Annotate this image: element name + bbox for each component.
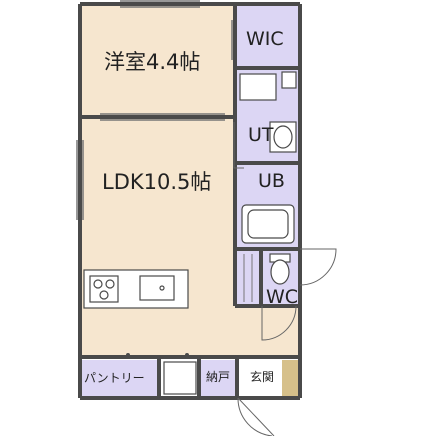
hall-fill <box>234 306 300 356</box>
washbasin <box>239 71 297 153</box>
wc-label: WC <box>266 286 299 308</box>
windows <box>76 0 200 220</box>
closet-label: 納戸 <box>206 370 231 384</box>
ldk-fill <box>82 118 234 356</box>
toilet <box>269 253 291 285</box>
closet-fill <box>200 360 236 396</box>
wic-label: WIC <box>246 28 284 50</box>
sliding-doors <box>100 20 233 121</box>
ub-label: UB <box>258 170 285 192</box>
kitchen-counter <box>83 269 189 309</box>
door-dots <box>126 353 189 357</box>
refrigerator <box>163 361 197 395</box>
storage-shelf <box>243 254 253 302</box>
pantry-fill <box>82 360 158 396</box>
entrance-step <box>282 360 298 396</box>
entrance-label: 玄関 <box>250 370 275 384</box>
ut-label: UT <box>248 124 274 146</box>
pantry-label: パントリー <box>84 371 145 385</box>
storage-fill <box>236 250 260 306</box>
door-swings <box>233 122 337 436</box>
bathtub <box>241 204 295 244</box>
western-room-fill <box>82 6 234 116</box>
wic-fill <box>236 6 298 68</box>
western-room-label: 洋室4.4帖 <box>104 50 201 74</box>
entrance-fill <box>238 360 282 396</box>
ldk-label: LDK10.5帖 <box>102 170 212 194</box>
walls <box>78 2 302 400</box>
